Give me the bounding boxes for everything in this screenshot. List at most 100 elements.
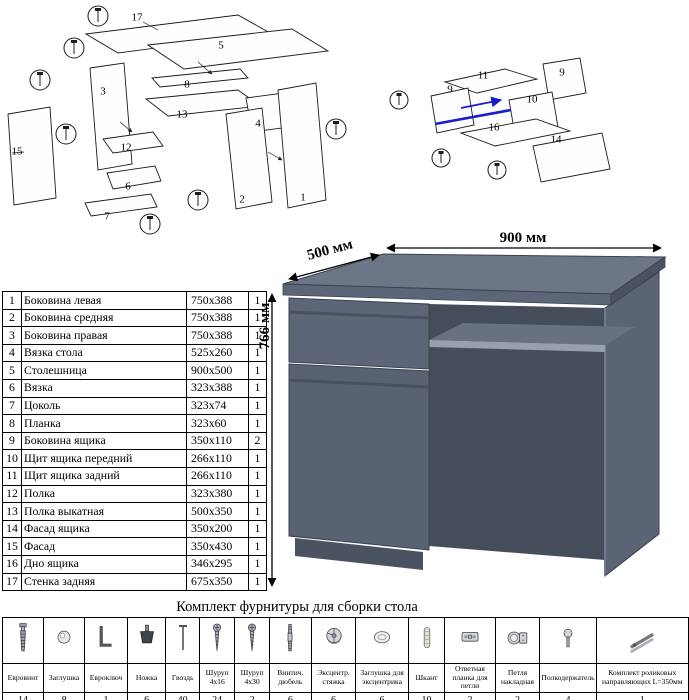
parts-num: 16 — [2, 554, 22, 574]
parts-name: Фасад — [21, 537, 187, 556]
desk-width-label: 900 мм — [500, 230, 547, 246]
roller-guide-highlight — [434, 96, 512, 126]
hardware-item-name: Евроключ — [84, 662, 129, 694]
screw-icon — [234, 617, 271, 664]
parts-size: 323x60 — [186, 414, 249, 433]
parts-qty: 1 — [248, 519, 267, 539]
parts-size: 900x500 — [186, 361, 249, 380]
part-callout-7: 7 — [104, 210, 110, 223]
parts-name: Боковина ящика — [21, 431, 187, 451]
hardware-item-qty: 6 — [355, 692, 409, 700]
part-callout-10: 10 — [526, 93, 538, 106]
desk-knee-space — [429, 304, 605, 560]
hardware-item-name: Полкодержатель — [539, 662, 597, 694]
screw-detail-icon — [431, 148, 451, 168]
euro-screw-icon — [1, 617, 45, 664]
parts-size: 525x260 — [186, 343, 249, 363]
parts-name: Боковина правая — [21, 326, 187, 345]
screw-detail-callouts — [29, 5, 347, 235]
parts-num: 12 — [2, 484, 22, 504]
parts-name: Цоколь — [21, 396, 187, 416]
hardware-item-name: Винтич. дюбель — [269, 662, 312, 694]
part-callout-9: 9 — [559, 66, 565, 79]
part-callout-14: 14 — [550, 133, 562, 146]
parts-num: 14 — [2, 519, 22, 539]
parts-num: 2 — [2, 308, 22, 328]
panel-2-mid-side — [225, 107, 273, 210]
cap-icon — [43, 617, 86, 664]
screw-detail-icon — [325, 118, 347, 140]
panel-6-brace — [106, 165, 162, 190]
hardware-item-qty: 4 — [539, 692, 597, 700]
screw-detail-icon — [63, 37, 85, 59]
parts-name: Фасад ящика — [21, 519, 187, 539]
parts-name: Полка выкатная — [21, 502, 187, 521]
desk-height-label: 766 мм — [257, 303, 273, 350]
parts-name: Щит ящика передний — [21, 449, 187, 468]
parts-name: Дно ящика — [21, 554, 187, 574]
part-callout-15: 15 — [11, 145, 23, 158]
parts-size: 750x388 — [186, 326, 249, 345]
parts-name: Боковина левая — [21, 291, 187, 310]
panel-12-shelf — [102, 131, 164, 154]
panel-16-drawer-bottom — [459, 118, 572, 147]
dowel-screw-icon — [269, 617, 312, 664]
desk-illustration — [282, 253, 667, 578]
panel-14-drawer-facade — [532, 132, 611, 183]
parts-name: Боковина средняя — [21, 308, 187, 328]
panel-11-drawer-back — [443, 68, 539, 94]
parts-num: 15 — [2, 537, 22, 556]
keyboard-tray-edge — [429, 340, 605, 352]
hardware-item-name: Комплект роликовых направляющих L=350мм — [595, 662, 689, 694]
parts-size: 350x110 — [186, 431, 249, 451]
parts-num: 5 — [2, 361, 22, 380]
screw-detail-icon — [187, 189, 209, 211]
parts-size: 346x295 — [186, 554, 249, 574]
screw-detail-icon — [139, 213, 161, 235]
part-callout-11: 11 — [477, 69, 489, 82]
hardware-item-name: Ножка — [127, 662, 167, 694]
part-callout-1: 1 — [300, 191, 306, 204]
parts-num: 7 — [2, 396, 22, 416]
panel-5-desktop — [146, 28, 330, 70]
parts-name: Стенка задняя — [21, 572, 187, 592]
hardware-item-name: Гвоздь — [165, 662, 201, 694]
parts-size: 350x430 — [186, 537, 249, 556]
parts-name: Щит ящика задний — [21, 466, 187, 486]
hardware-item-qty: 6 — [269, 692, 312, 700]
parts-name: Планка — [21, 414, 187, 433]
hardware-kit-title: Комплект фурнитуры для сборки стола — [176, 599, 418, 615]
hardware-item-qty: 1 — [84, 692, 129, 700]
panel-3-side — [89, 62, 133, 171]
part-callout-3: 3 — [100, 85, 106, 98]
parts-size: 750x388 — [186, 291, 249, 310]
parts-qty: 1 — [248, 572, 267, 592]
screw-detail-icon — [389, 90, 409, 110]
hardware-item-name: Шуруп 4x16 — [199, 662, 236, 694]
parts-size: 323x74 — [186, 396, 249, 416]
exploded-panels — [7, 14, 330, 217]
hardware-item-name: Заглушка для эксцентрика — [355, 662, 409, 694]
keyboard-tray-top — [429, 323, 635, 345]
hardware-item-name: Евровинт — [1, 662, 45, 694]
panel-1-left-side — [277, 82, 327, 209]
parts-num: 10 — [2, 449, 22, 468]
parts-qty: 1 — [248, 326, 267, 345]
parts-num: 8 — [2, 414, 22, 433]
hardware-item-qty: 2 — [444, 692, 496, 700]
parts-num: 11 — [2, 466, 22, 486]
exploded-diagram-drawer-svg — [389, 57, 611, 183]
desk-depth-label: 500 мм — [305, 236, 354, 264]
part-callout-2: 2 — [239, 193, 245, 206]
wood-dowel-icon — [407, 617, 446, 664]
panel-9-drawer-side-right — [542, 57, 587, 101]
hinge-plate-icon — [444, 617, 496, 664]
leader-lines — [11, 21, 283, 161]
